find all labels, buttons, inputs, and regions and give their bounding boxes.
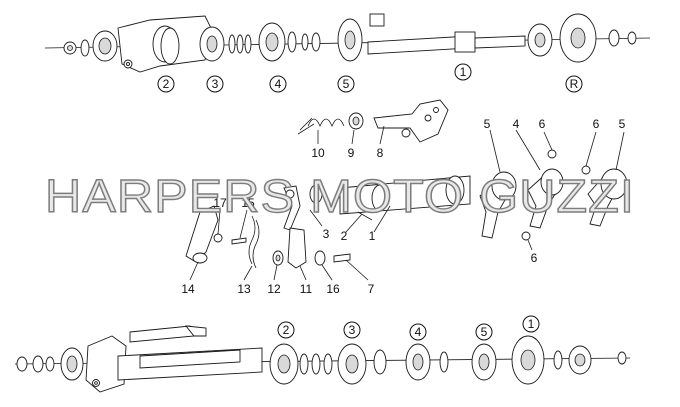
bottom-label-gear-3: 3 xyxy=(349,323,356,337)
label-part-8: 8 xyxy=(377,146,384,160)
label-part-14: 14 xyxy=(181,282,195,296)
label-part-11: 11 xyxy=(300,282,313,296)
label-part-6-bottom: 6 xyxy=(531,251,538,265)
top-label-gear-2: 2 xyxy=(163,77,170,91)
middle-leaders xyxy=(189,125,625,281)
label-part-10: 10 xyxy=(311,146,325,160)
watermark-text: HARPERS MOTO GUZZI xyxy=(45,170,635,222)
label-part-5-left: 5 xyxy=(484,117,491,131)
label-part-13: 13 xyxy=(237,282,251,296)
top-label-gear-4: 4 xyxy=(275,77,282,91)
top-label-reverse: R xyxy=(570,77,579,91)
bottom-label-gear-2: 2 xyxy=(283,323,290,337)
label-part-1: 1 xyxy=(369,229,376,243)
bottom-label-gear-5: 5 xyxy=(481,325,488,339)
label-part-15: 15 xyxy=(241,196,255,210)
middle-labels: 10 9 8 5 4 6 6 5 17 15 3 2 1 6 14 13 12 … xyxy=(181,117,625,296)
selector-assembly xyxy=(185,99,628,269)
label-part-17: 17 xyxy=(213,196,227,210)
bottom-label-gear-1: 1 xyxy=(528,317,535,331)
label-part-4: 4 xyxy=(513,117,520,131)
label-part-9: 9 xyxy=(348,146,355,160)
label-part-16: 16 xyxy=(326,282,340,296)
label-part-2: 2 xyxy=(341,229,348,243)
label-part-7: 7 xyxy=(368,282,375,296)
top-label-gear-3: 3 xyxy=(212,77,219,91)
bottom-row-labels: 2 3 4 5 1 xyxy=(277,315,540,341)
top-shaft-assembly xyxy=(44,13,651,73)
label-part-5-right: 5 xyxy=(619,117,626,131)
label-part-6-right: 6 xyxy=(593,117,600,131)
top-row-labels: 2 3 4 5 1 R xyxy=(157,63,583,93)
bottom-label-gear-4: 4 xyxy=(415,325,422,339)
bottom-shaft-assembly xyxy=(14,325,631,393)
top-label-gear-1: 1 xyxy=(460,65,467,79)
label-part-3: 3 xyxy=(323,227,330,241)
top-label-gear-5: 5 xyxy=(343,77,350,91)
label-part-12: 12 xyxy=(267,282,281,296)
label-part-6-left: 6 xyxy=(539,117,546,131)
